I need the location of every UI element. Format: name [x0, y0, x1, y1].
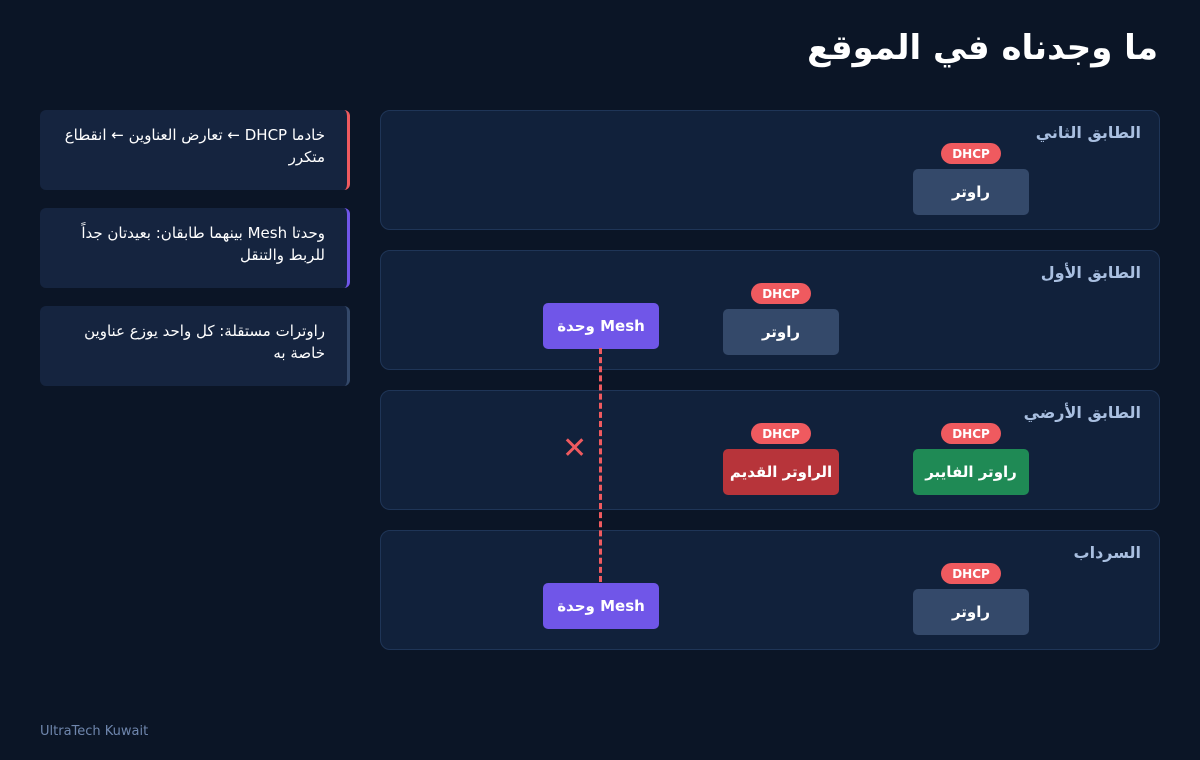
- mesh-unit-node: Mesh وحدة: [543, 303, 659, 349]
- router-node: راوتر: [723, 309, 839, 355]
- floor-ground: الطابق الأرضي DHCP راوتر الفايبر DHCP ال…: [380, 390, 1160, 510]
- dhcp-badge: DHCP: [941, 563, 1001, 584]
- broken-link-icon: ✕: [562, 431, 588, 466]
- router-node: راوتر: [913, 589, 1029, 635]
- floor-label: الطابق الأرضي: [1023, 403, 1141, 422]
- floor-basement: السرداب DHCP راوتر Mesh وحدة: [380, 530, 1160, 650]
- dhcp-badge: DHCP: [941, 143, 1001, 164]
- floor-label: الطابق الثاني: [1035, 123, 1141, 142]
- floor-second: الطابق الثاني DHCP راوتر: [380, 110, 1160, 230]
- fiber-router-node: راوتر الفايبر: [913, 449, 1029, 495]
- router-node: راوتر: [913, 169, 1029, 215]
- dhcp-badge: DHCP: [751, 283, 811, 304]
- dhcp-badge: DHCP: [941, 423, 1001, 444]
- page-title: ما وجدناه في الموقع: [807, 28, 1158, 68]
- dhcp-badge: DHCP: [751, 423, 811, 444]
- mesh-link-line: [599, 348, 602, 582]
- mesh-unit-node: Mesh وحدة: [543, 583, 659, 629]
- note-mesh-distance: وحدتا Mesh بينهما طابقان: بعيدتان جداً ل…: [40, 208, 350, 288]
- note-dhcp-conflict: خادما DHCP ← تعارض العناوين ← انقطاع متك…: [40, 110, 350, 190]
- floor-label: الطابق الأول: [1040, 263, 1141, 282]
- old-router-node: الراوتر القديم: [723, 449, 839, 495]
- floor-label: السرداب: [1073, 543, 1142, 562]
- footer-brand: UltraTech Kuwait: [40, 724, 149, 739]
- note-independent-routers: راوترات مستقلة: كل واحد يوزع عناوين خاصة…: [40, 306, 350, 386]
- floor-first: الطابق الأول DHCP راوتر Mesh وحدة: [380, 250, 1160, 370]
